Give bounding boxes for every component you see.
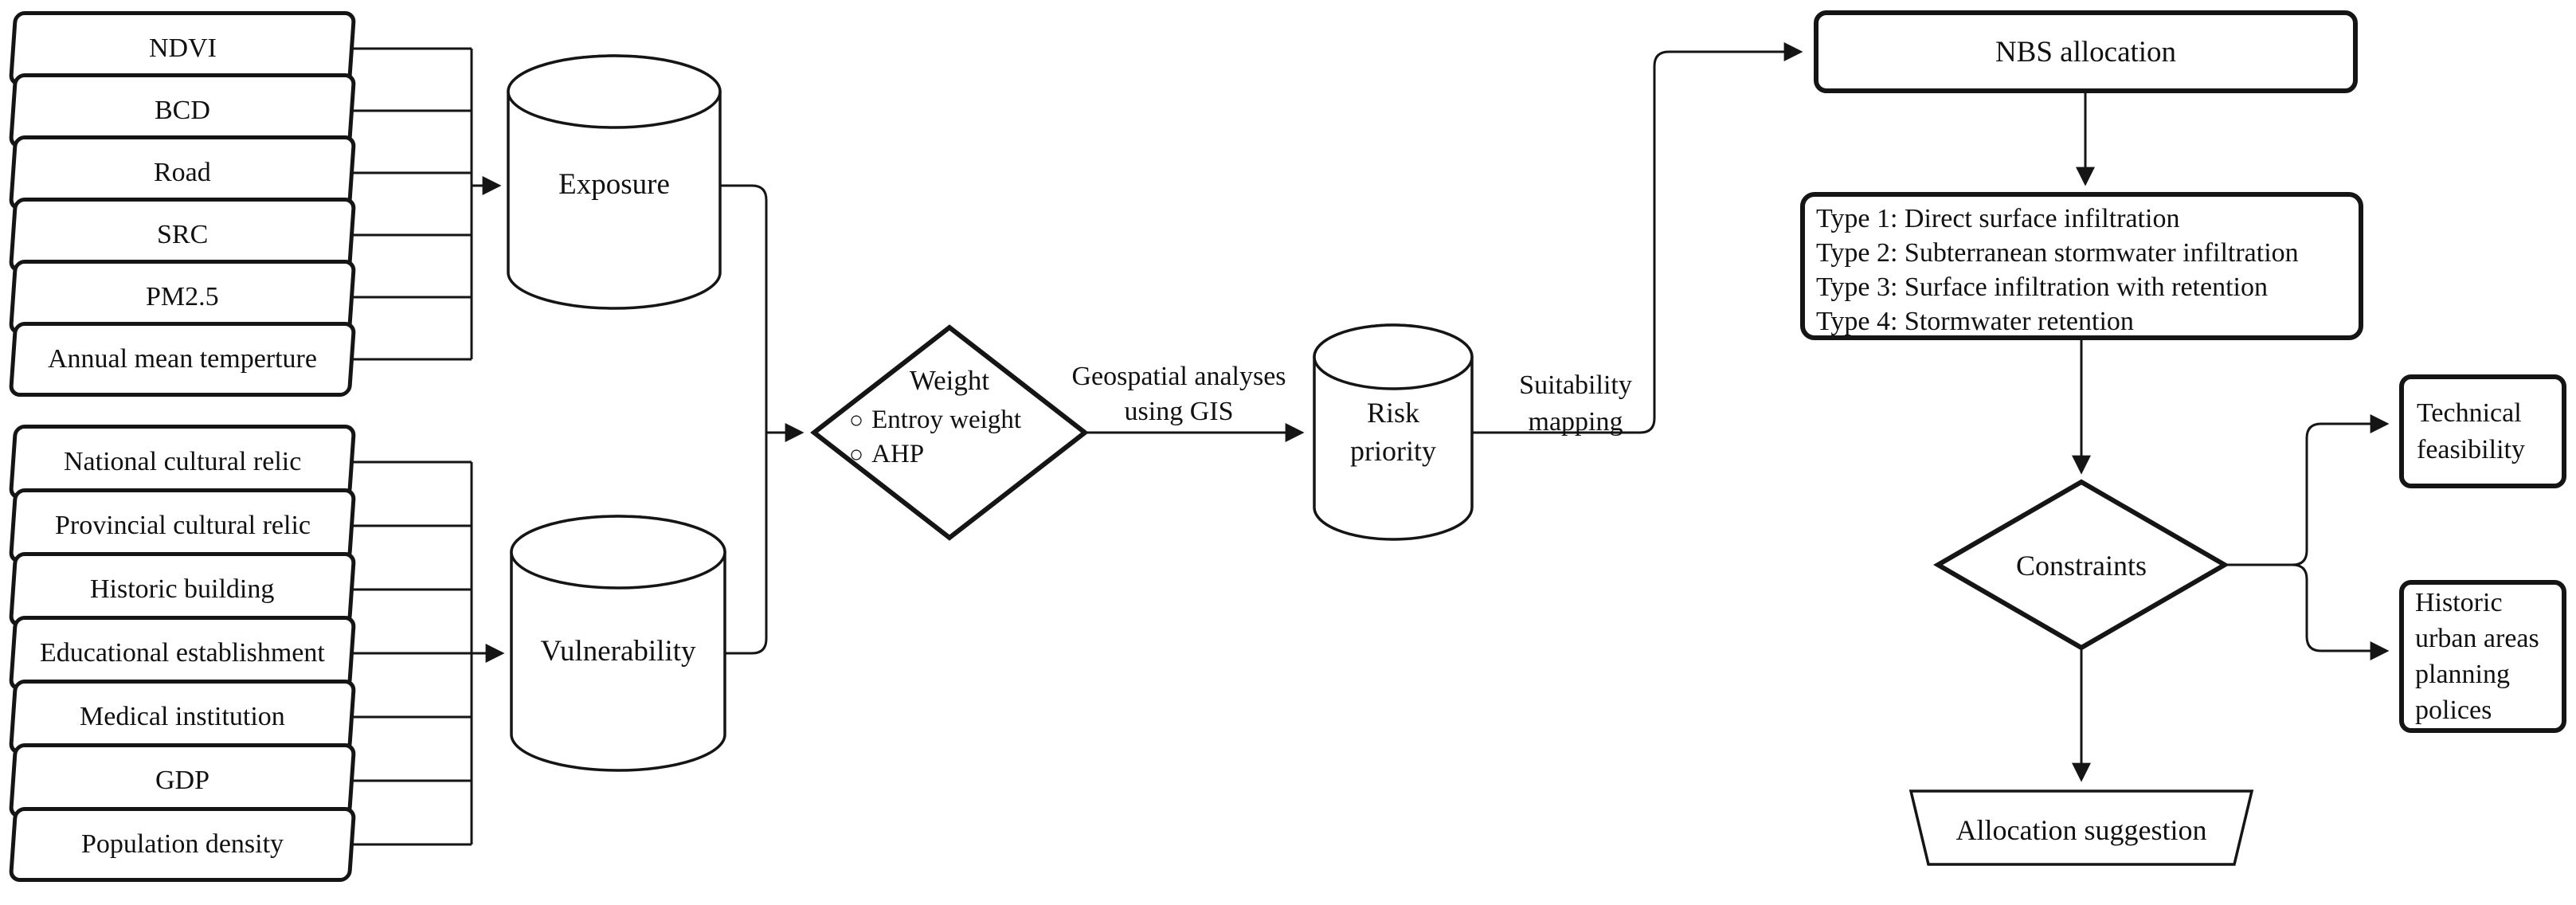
- nbs-type-2: Type 2: Subterranean stormwater infiltra…: [1816, 238, 2299, 268]
- stack-item-annual-mean-temperture: Annual mean temperture: [8, 322, 357, 397]
- allocation-suggestion-label: Allocation suggestion: [1955, 814, 2207, 846]
- nbs-allocation-label: NBS allocation: [1995, 35, 2177, 69]
- radio-icon: ○: [849, 406, 864, 433]
- stack-item-label: Road: [154, 158, 211, 187]
- technical-feasibility-box: Technical feasibility: [2399, 374, 2566, 488]
- risk-priority-cylinder: [1313, 323, 1474, 541]
- constraints-diamond: [1933, 479, 2230, 651]
- vulnerability-label: Vulnerability: [540, 635, 696, 668]
- weight-diamond-title: Weight: [909, 365, 990, 396]
- weight-option-entroy-weight: ○ Entroy weight: [849, 403, 1021, 437]
- weight-option-ahp: ○ AHP: [849, 437, 1021, 472]
- weight-option-label: Entroy weight: [871, 405, 1022, 434]
- stack-item-label: National cultural relic: [63, 447, 302, 476]
- nbs-type-1: Type 1: Direct surface infiltration: [1816, 204, 2180, 233]
- stack-item-label: GDP: [155, 766, 210, 795]
- stack-item-label: Medical institution: [80, 702, 285, 731]
- stack-item-label: Provincial cultural relic: [54, 511, 311, 540]
- risk-priority-label: Risk priority: [1350, 397, 1436, 467]
- weight-option-label: AHP: [871, 440, 925, 468]
- edge-to-weight: [720, 184, 805, 655]
- stack-item-label: Educational establishment: [40, 638, 325, 668]
- suitability-mapping-edge-label: Suitability mapping: [1519, 370, 1632, 437]
- vulnerability-cylinder: [510, 515, 726, 772]
- stack-item-label: PM2.5: [146, 282, 219, 311]
- nbs-allocation-box: NBS allocation: [1814, 10, 2358, 93]
- exposure-cylinder: [507, 54, 722, 310]
- constraints-label: Constraints: [2015, 550, 2147, 582]
- nbs-types-box: Type 1: Direct surface infiltration Type…: [1800, 192, 2363, 340]
- stack-item-label: BCD: [155, 96, 210, 125]
- nbs-type-3: Type 3: Surface infiltration with retent…: [1816, 272, 2268, 302]
- stack-item-label: Population density: [80, 829, 284, 859]
- exposure-label: Exposure: [558, 168, 670, 201]
- weight-diamond: [810, 324, 1089, 541]
- stack-item-population-density: Population density: [8, 807, 357, 882]
- edge-risk-to-nbs: [1472, 42, 1803, 434]
- edge-vulnerability-stack-bracket: [343, 460, 505, 846]
- edge-exposure-stack-bracket: [343, 47, 502, 361]
- stack-item-label: SRC: [156, 220, 209, 249]
- weight-options: ○ Entroy weight ○ AHP: [849, 403, 1021, 472]
- stack-item-label: NDVI: [148, 33, 217, 63]
- nbs-type-4: Type 4: Stormwater retention: [1816, 307, 2134, 336]
- stack-item-label: Historic building: [90, 574, 275, 604]
- historic-planning-polices-box: Historic urban areas planning polices: [2399, 580, 2566, 733]
- geospatial-analyses-edge-label: Geospatial analyses using GIS: [1071, 362, 1286, 426]
- stack-item-label: Annual mean temperture: [48, 344, 317, 374]
- radio-icon: ○: [849, 441, 864, 468]
- edge-constraints-to-outputs-bracket: [2225, 414, 2390, 660]
- allocation-trapezoid: [1909, 789, 2254, 866]
